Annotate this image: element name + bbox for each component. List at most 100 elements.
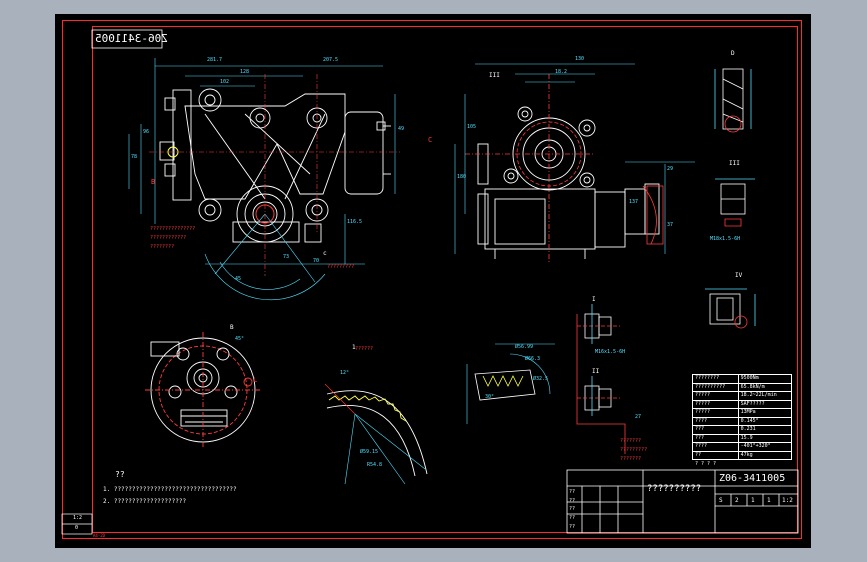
tech-table-row: ?????18.2~22L/min <box>692 391 793 401</box>
tech-table-label: ?? <box>692 450 739 460</box>
dim-d14: 130 <box>575 56 585 62</box>
red-note-5: ??????? <box>620 438 642 444</box>
dim-d3: 128 <box>240 69 250 75</box>
drawing-border-outer <box>62 20 802 539</box>
rack-section <box>466 343 555 424</box>
tech-table-row: ????-401°+320° <box>692 442 793 452</box>
tb-side-3: ?? <box>569 506 576 512</box>
dim-d28: 45° <box>235 336 245 342</box>
stamp-box <box>91 29 163 49</box>
bottom-mark: A4-2D <box>93 533 106 538</box>
tech-table-label: ????? <box>692 399 739 409</box>
tech-table-label: ???? <box>692 442 739 452</box>
label-C: C <box>428 136 433 144</box>
tb-side-4: ?? <box>569 515 576 521</box>
dim-d21: Ø56.99 <box>515 344 534 350</box>
front-view-dims <box>128 58 396 301</box>
red-note-3: ???????? <box>150 244 175 250</box>
side-view <box>477 106 660 259</box>
red-note-2: ???????????? <box>150 235 187 241</box>
red-note-6: ????????? <box>620 447 648 453</box>
tb-cell-1: S <box>719 497 723 504</box>
tech-table-value: 0.231 <box>737 425 793 435</box>
tech-table-value: 13MPa <box>737 408 793 418</box>
tech-table-row: ?????SAF????? <box>692 399 793 409</box>
dim-d10: 45 <box>235 276 242 282</box>
title-block <box>566 469 799 534</box>
detail-I-II <box>576 304 626 454</box>
tb-cell-2: 2 <box>735 497 739 504</box>
dim-d15: 29 <box>667 166 674 172</box>
detail-IV <box>705 288 756 329</box>
label-detail-IV: IV <box>735 272 743 279</box>
dim-d9: 70 <box>313 258 320 264</box>
tech-table-footer: ? ? ? ? <box>695 461 717 467</box>
front-view <box>159 88 391 243</box>
dim-d8: 73 <box>283 254 290 260</box>
label-detail-1: 1 <box>352 344 356 351</box>
tech-table-value: SAF????? <box>737 399 793 409</box>
dim-d6: 78 <box>131 154 138 160</box>
drawing-number: Z06-3411005 <box>719 473 786 484</box>
dim-d17: 137 <box>629 199 639 205</box>
end-view <box>145 332 261 448</box>
dim-d7: 49 <box>398 126 405 132</box>
dim-d1: 281.7 <box>207 57 223 63</box>
tech-table-value: 0.145° <box>737 416 793 426</box>
dim-d26: 27 <box>635 414 642 420</box>
dim-d23: Ø66.3 <box>525 356 541 362</box>
dim-d16: 18.2 <box>555 69 568 75</box>
label-c-lower: c <box>323 250 327 257</box>
label-B: B <box>151 178 156 186</box>
notes-heading: ?? <box>115 470 125 479</box>
dim-d25: R54.8 <box>367 462 383 468</box>
tb-side-1: ?? <box>569 489 576 495</box>
valve-mark <box>167 146 179 158</box>
dim-d19: M18x1.5-6H <box>710 236 741 242</box>
tech-table-value: 18.2~22L/min <box>737 391 793 401</box>
dim-d2: 207.5 <box>323 57 339 63</box>
tech-table-row: ??47kg <box>692 450 793 460</box>
stamp-code: Z06-3411005 <box>95 32 168 45</box>
tech-table-label: ????? <box>692 408 739 418</box>
dim-d5: 96 <box>143 129 150 135</box>
tech-table-label: ??? <box>692 433 739 443</box>
dim-d24: Ø59.15 <box>360 449 379 455</box>
dim-d11: 116.5 <box>347 219 363 225</box>
red-note-1: ??????????????? <box>150 226 196 232</box>
dim-d18: 37 <box>667 222 674 228</box>
tech-table-value: 65.8kN/m <box>737 382 793 392</box>
tb-cell-3: 1 <box>751 497 755 504</box>
tech-parameter-table: ????????9500Nm??????????65.8kN/m?????18.… <box>692 374 793 460</box>
label-roman3: III <box>489 72 500 79</box>
tb-side-5: ?? <box>569 524 576 530</box>
label-view-L: L <box>253 376 258 384</box>
detail-D <box>714 68 752 133</box>
front-view-centerlines <box>149 74 400 276</box>
label-detail-II: II <box>592 368 600 375</box>
corner-box-top: 1:2 <box>73 515 83 521</box>
red-note-4: ????????? <box>327 264 355 270</box>
red-note-8: ?????? <box>355 346 374 352</box>
side-view-red-marks <box>465 74 664 264</box>
tech-table-row: ??????????65.8kN/m <box>692 382 793 392</box>
corner-box-bottom: 0 <box>75 525 79 531</box>
side-view-dims <box>454 63 695 254</box>
tech-table-value: 15.9 <box>737 433 793 443</box>
dim-d13: 105 <box>467 124 477 130</box>
dim-d20: M16x1.5-6H <box>595 349 626 355</box>
dim-d27: 12° <box>340 370 350 376</box>
label-detail-III: III <box>729 160 740 167</box>
tech-table-label: ??? <box>692 425 739 435</box>
tb-side-2: ?? <box>569 498 576 504</box>
label-detail-D: D <box>731 50 735 57</box>
tech-table-label: ???????? <box>692 374 739 384</box>
tech-table-row: ????????9500Nm <box>692 374 793 384</box>
dim-d12: 180 <box>457 174 467 180</box>
tech-table-row: ???0.231 <box>692 425 793 435</box>
dim-d29: 30° <box>485 394 495 400</box>
drawing-name: ?????????? <box>647 484 702 494</box>
notes-line-2: 2. ???????????????????? <box>103 498 187 505</box>
tech-table-label: ?????????? <box>692 382 739 392</box>
drawing-canvas[interactable]: Z06-3411005 281.7 207.5 128 1 0 2 96 78 49… <box>55 14 811 548</box>
